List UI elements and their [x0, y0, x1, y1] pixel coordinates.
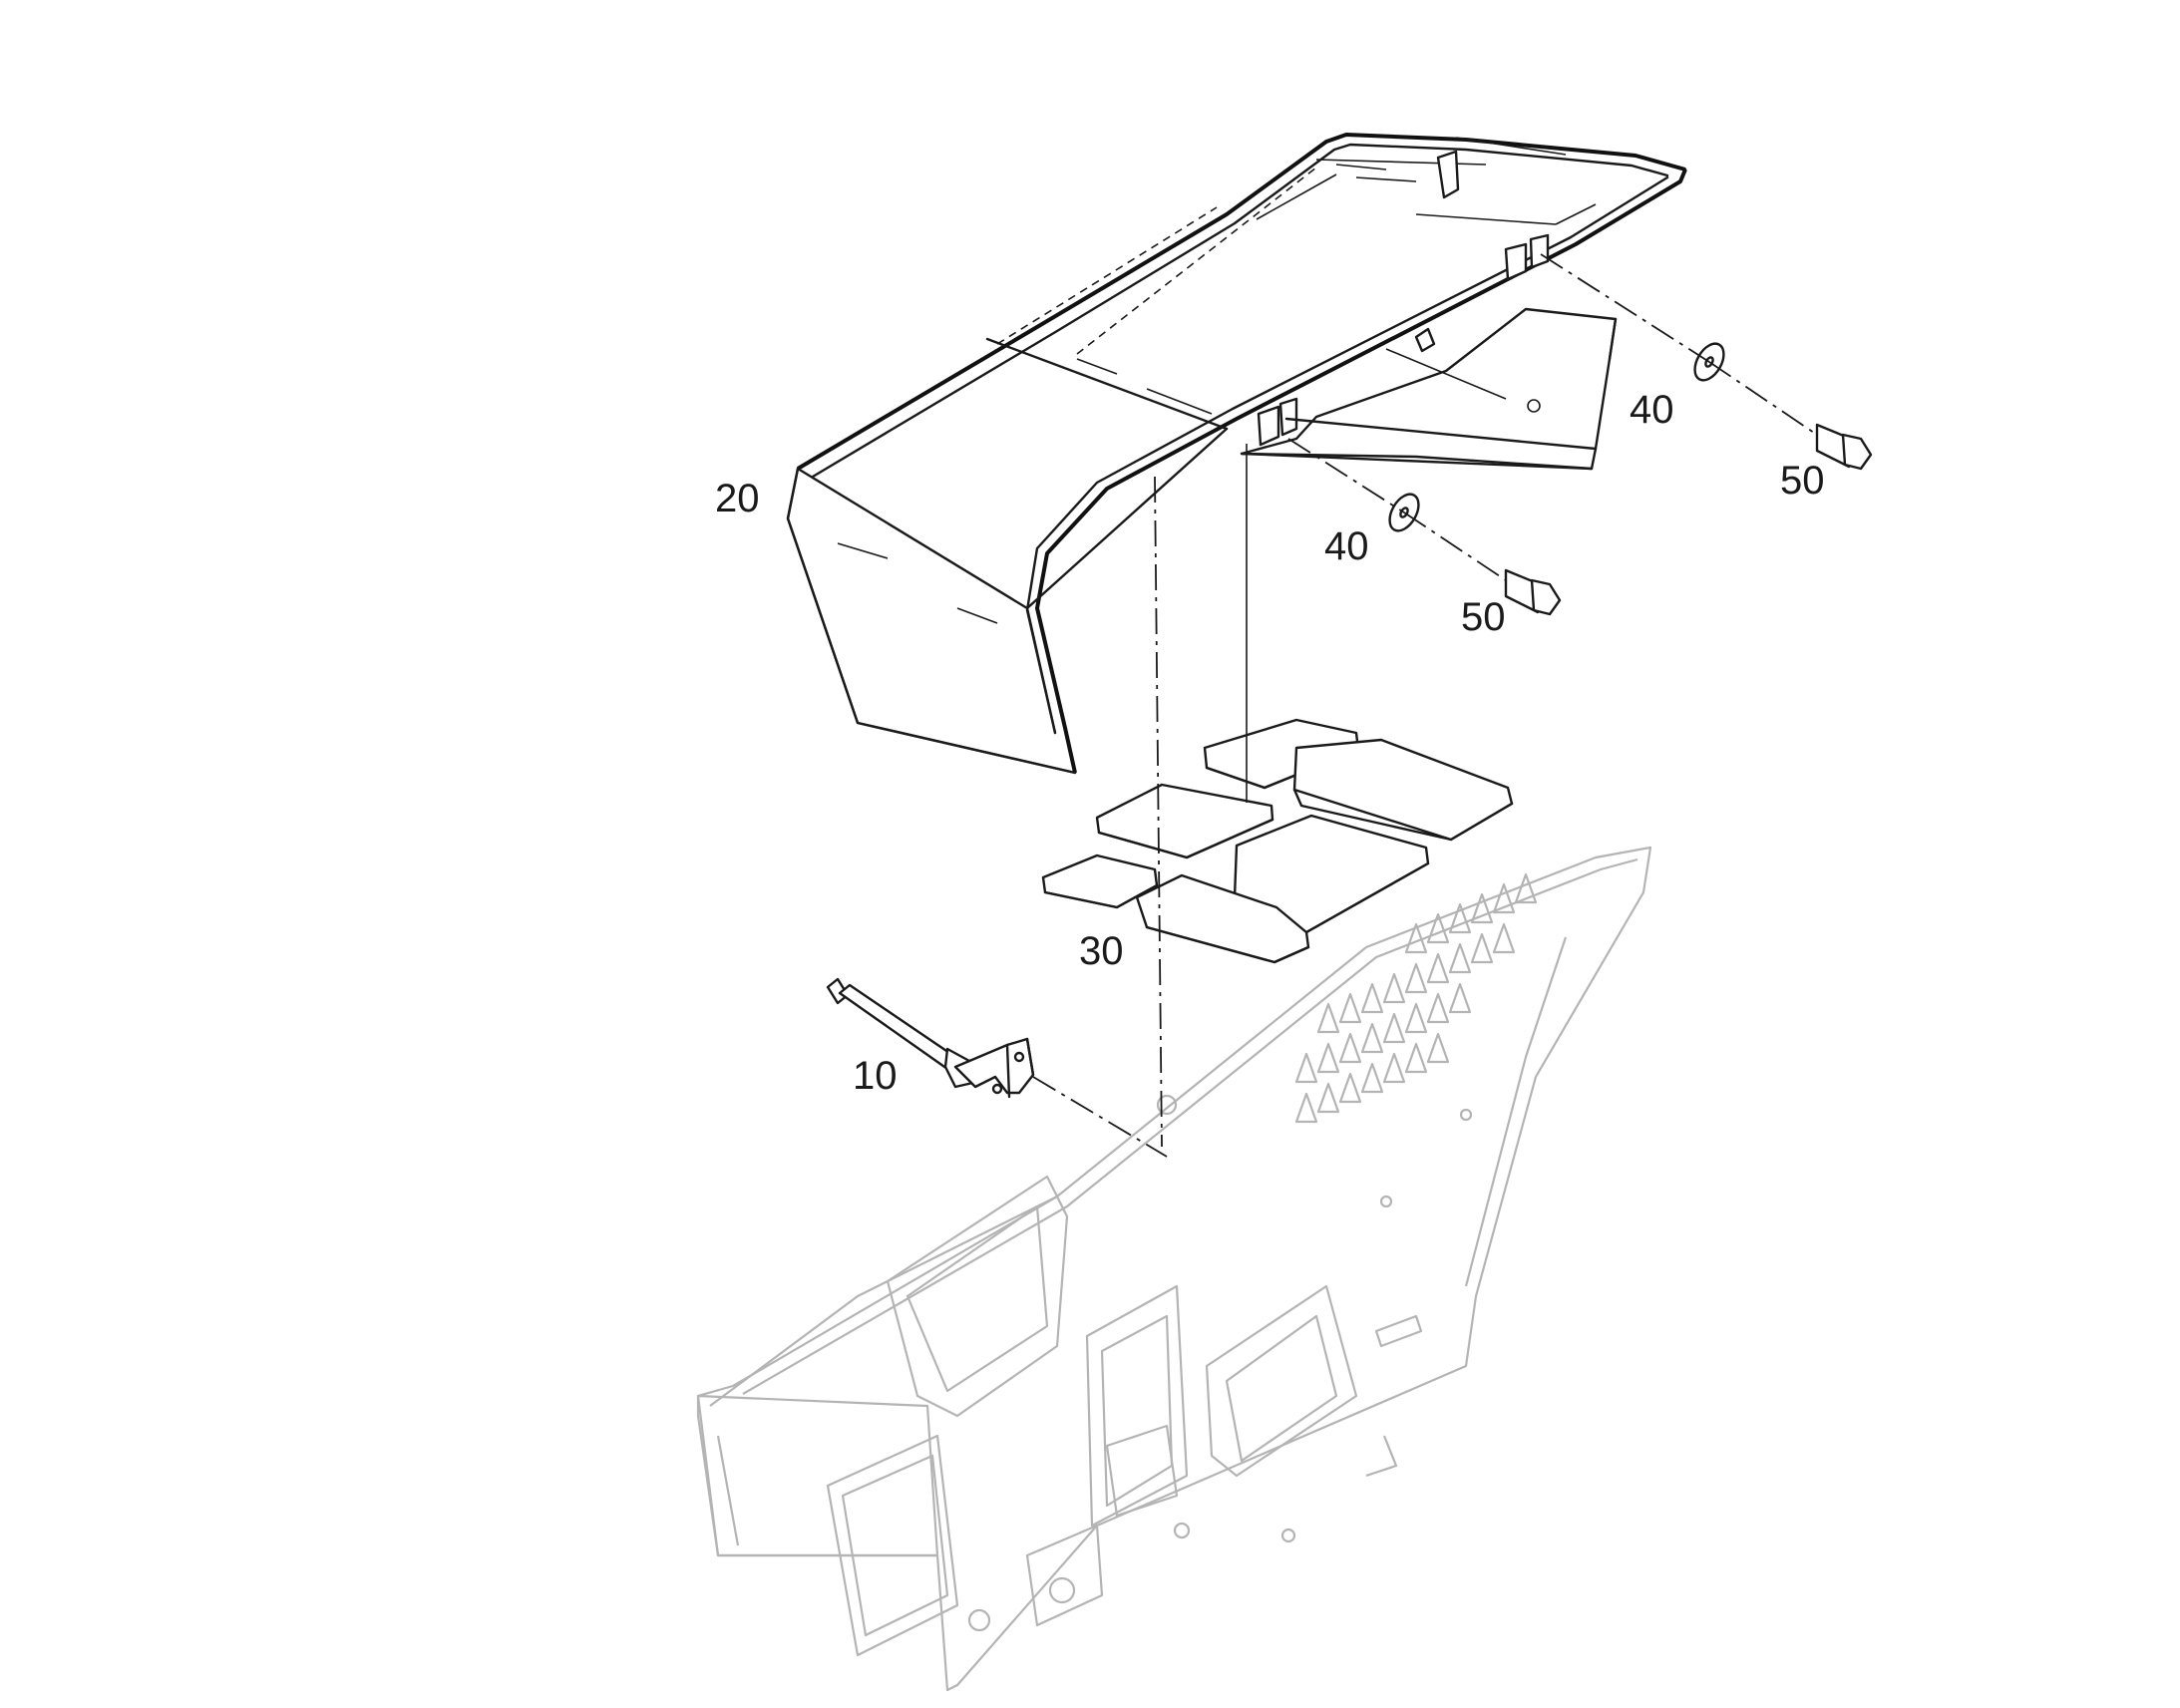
gas-strut-assembly: [826, 977, 1035, 1099]
vent-slots: [1294, 872, 1538, 1124]
callout-50-upper: 50: [1780, 459, 1825, 503]
callout-50-lower: 50: [1461, 595, 1506, 639]
chassis-frame: [696, 846, 1652, 1692]
callout-40-upper: 40: [1630, 388, 1674, 432]
callout-40-lower: 40: [1324, 524, 1369, 568]
bolt-lower: [1504, 568, 1562, 616]
assembly-leader-lines: [1032, 253, 1818, 1158]
bolt-upper: [1815, 423, 1873, 471]
callout-10: 10: [853, 1054, 898, 1098]
hood-canopy: [786, 133, 1687, 775]
callout-30: 30: [1079, 929, 1124, 973]
callout-20: 20: [715, 477, 760, 520]
foam-pads: [1041, 718, 1514, 964]
callout-labels: 10 20 30 40 40 50 50: [715, 388, 1825, 1098]
